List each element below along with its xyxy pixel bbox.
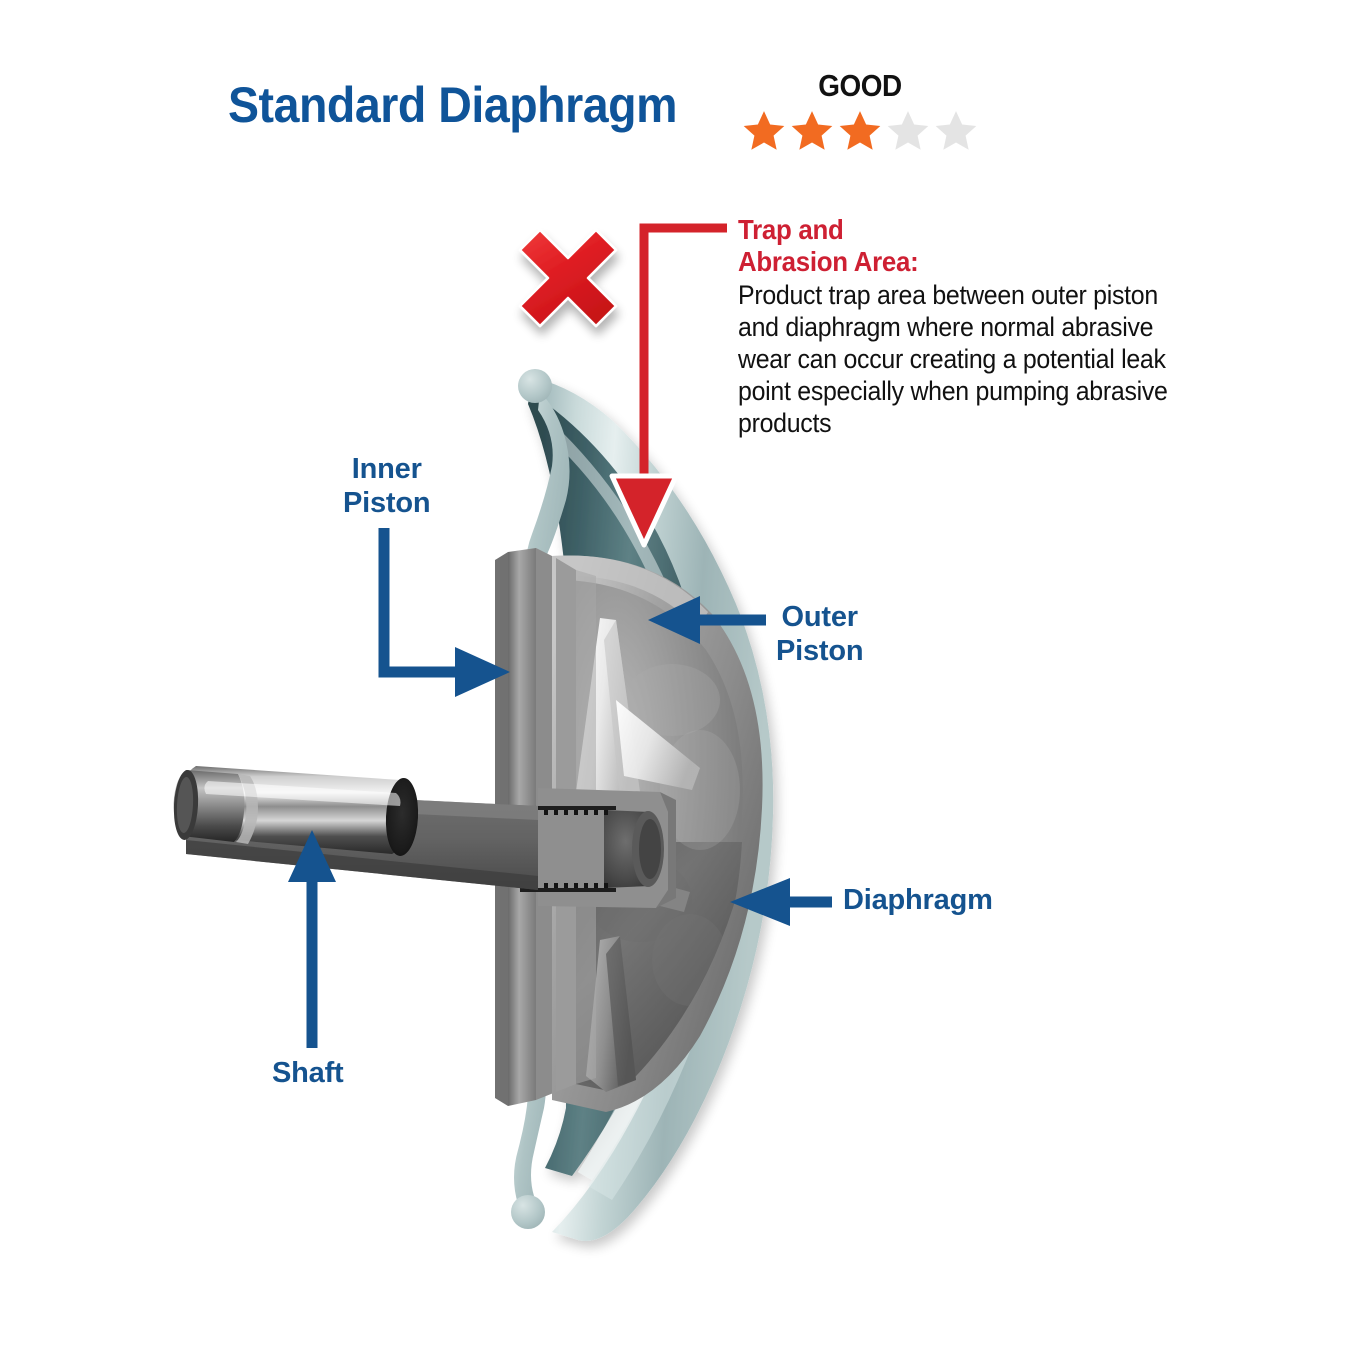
shaft-leader	[288, 830, 336, 1048]
callout-heading-line-1: Trap and	[738, 214, 844, 245]
label-inner-piston-line-2: Piston	[343, 487, 431, 520]
diaphragm-inner-bottom-bead	[518, 1046, 550, 1078]
piston-fin-upper	[576, 618, 640, 806]
rating-block: GOOD	[735, 70, 985, 154]
piston-fin-right	[616, 700, 700, 790]
label-inner-piston-line-1: Inner	[351, 453, 422, 485]
diaphragm-leader	[730, 878, 832, 926]
shaft-end-face	[385, 778, 419, 856]
label-shaft: Shaft	[272, 1057, 344, 1089]
inner-piston	[495, 548, 556, 1106]
shaft-assembly	[173, 766, 676, 908]
diaphragm-bottom-lip	[511, 1046, 550, 1229]
label-outer-piston-line-2: Piston	[776, 635, 864, 668]
diaphragm-membrane-sheet	[538, 570, 552, 1072]
inner-piston-leader	[378, 528, 510, 697]
callout-heading-line-2: Abrasion Area:	[738, 246, 919, 278]
label-outer-piston-line-1: Outer	[781, 601, 859, 633]
rating-label: GOOD	[818, 68, 902, 103]
label-outer-piston: Outer Piston	[776, 600, 864, 668]
star-icon-filled-1	[743, 111, 785, 150]
callout-heading: Trap and Abrasion Area:	[738, 214, 1199, 278]
star-icon-filled-2	[791, 111, 833, 150]
shaft-cutaway	[186, 789, 538, 890]
red-callout-arrow	[609, 223, 727, 548]
diaphragm-bottom-bead	[511, 1195, 545, 1229]
star-icon-filled-3	[839, 111, 881, 150]
label-inner-piston: Inner Piston	[343, 452, 431, 520]
diaphragm-top-bead	[518, 369, 552, 403]
diaphragm-top-lip	[518, 369, 570, 594]
outer-piston-leader	[648, 596, 766, 644]
label-diaphragm: Diaphragm	[843, 884, 993, 916]
shaft-tip	[173, 770, 245, 842]
star-icon-empty-4	[887, 111, 929, 150]
piston-hub	[538, 788, 668, 908]
star-icon-empty-5	[935, 111, 977, 150]
red-x-icon	[518, 228, 618, 328]
callout-body-text: Product trap area between outer piston a…	[738, 280, 1168, 438]
diaphragm-inner-top-bead	[519, 562, 551, 594]
outer-piston	[552, 555, 763, 1112]
page-title: Standard Diaphragm	[228, 77, 677, 133]
shaft-threads	[520, 806, 616, 892]
star-rating	[735, 108, 985, 154]
shaft-barrel	[177, 766, 413, 854]
diaphragm-body	[528, 378, 774, 1242]
trap-abrasion-callout: Trap and Abrasion Area: Product trap are…	[738, 214, 1228, 439]
piston-fin-lower	[586, 936, 636, 1092]
